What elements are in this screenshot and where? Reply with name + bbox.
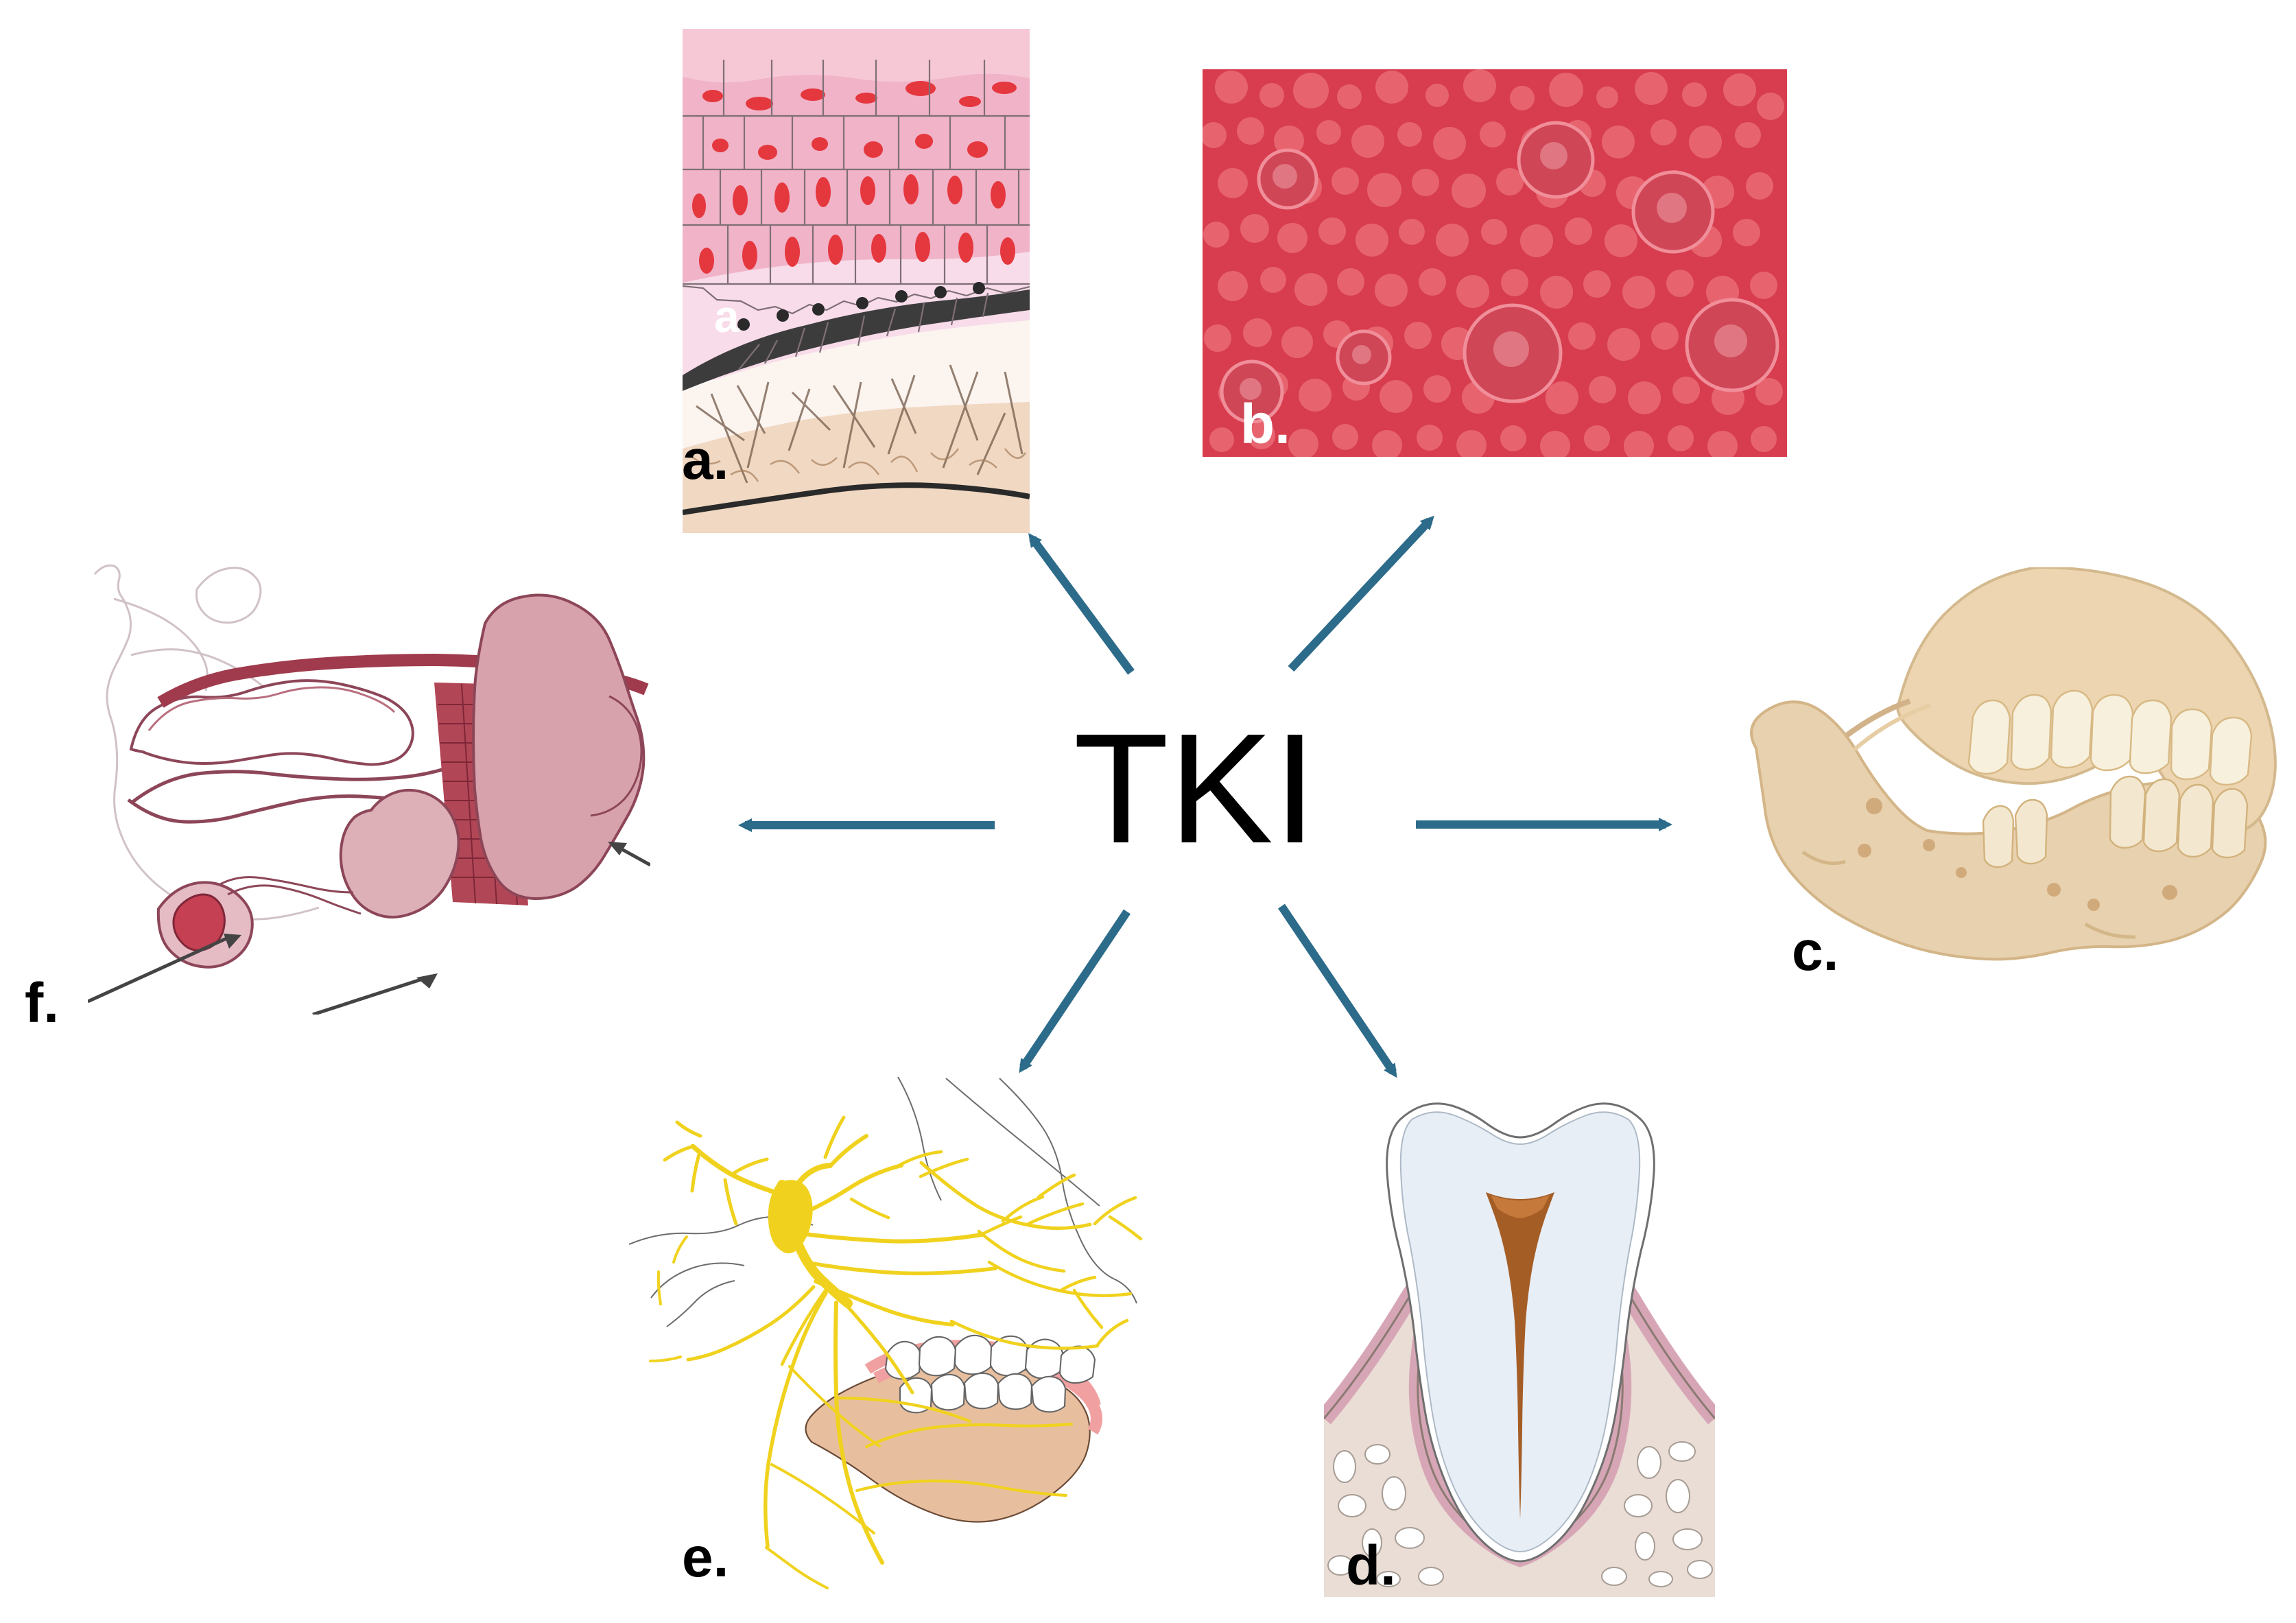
panel-a-inset-letter: a	[714, 291, 740, 342]
panel-b-label: b.	[1240, 393, 1290, 455]
panel-c-illustration	[1742, 567, 2296, 1013]
panel-f-illustration	[88, 560, 650, 1015]
arrow-to-panel-b	[1288, 515, 1434, 672]
panel-f-label: f.	[25, 972, 60, 1034]
panel-d-label: d.	[1346, 1535, 1396, 1597]
panel-a-illustration: a	[683, 29, 1030, 533]
panel-a-label: a.	[682, 429, 729, 491]
panel-e-illustration	[629, 1077, 1165, 1590]
arrow-to-panel-e	[1019, 909, 1131, 1074]
panel-e-label: e.	[682, 1526, 729, 1589]
arrow-to-panel-d	[1278, 903, 1397, 1078]
tki-title: TKI	[1073, 702, 1317, 876]
arrow-to-panel-a	[1028, 532, 1135, 675]
panel-d-illustration	[1324, 1092, 1715, 1597]
panel-b-illustration	[1203, 69, 1787, 457]
panel-c-label: c.	[1792, 920, 1839, 982]
